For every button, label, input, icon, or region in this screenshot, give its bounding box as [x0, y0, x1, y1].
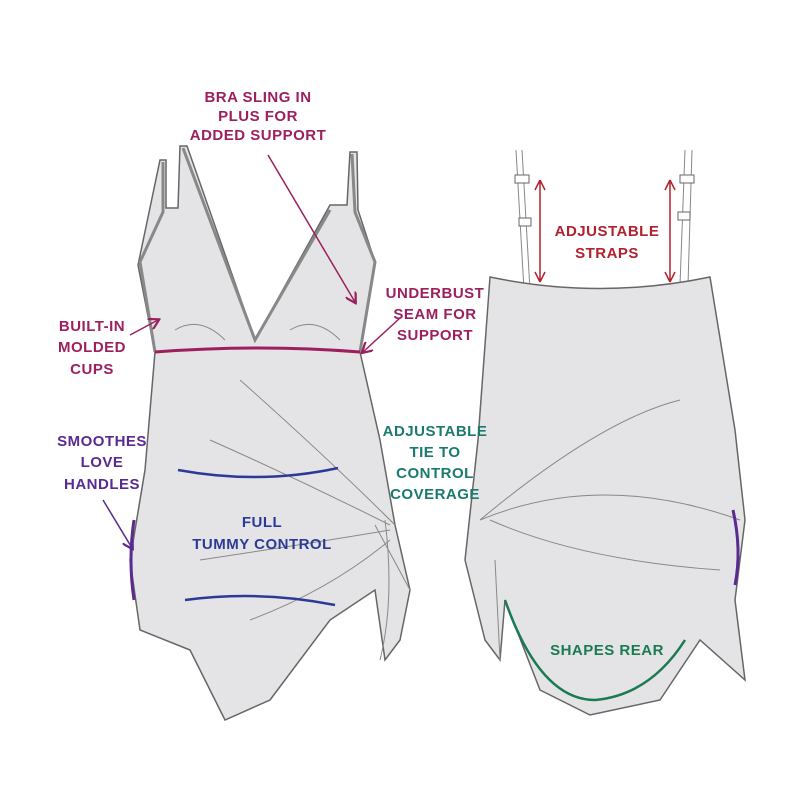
label-line: CUPS	[70, 361, 114, 378]
label-line: COVERAGE	[390, 486, 480, 503]
underbust-seam-line	[154, 346, 361, 354]
label-line: UNDERBUST	[386, 285, 485, 302]
garment-shape	[677, 211, 691, 221]
label-line: LOVE	[81, 454, 124, 471]
built-in-cups-arrow	[129, 320, 158, 336]
underbust-arrow	[363, 317, 401, 352]
back-swimsuit	[464, 149, 746, 716]
back-love-handle-line	[731, 509, 740, 586]
adjustable-straps-label: ADJUSTABLE STRAPS	[555, 223, 660, 262]
label-line: BUILT-IN	[59, 318, 125, 335]
label-line: TUMMY CONTROL	[192, 536, 332, 553]
garment-shape	[518, 217, 532, 227]
tummy-line-lower	[184, 594, 336, 607]
label-line: ADJUSTABLE	[383, 423, 488, 440]
label-line: ADDED SUPPORT	[190, 127, 327, 144]
tummy-line-upper	[177, 466, 339, 479]
strap-arrow-right	[664, 179, 676, 283]
label-line: MOLDED	[58, 339, 126, 356]
garment-shape	[181, 147, 332, 344]
bra-sling-label: BRA SLING IN PLUS FOR ADDED SUPPORT	[190, 89, 327, 144]
built-in-cups-label: BUILT-IN MOLDED CUPS	[58, 318, 126, 378]
label-line: CONTROL	[396, 465, 474, 482]
label-line: BRA SLING IN	[204, 89, 311, 106]
label-line: SMOOTHES	[57, 433, 147, 450]
garment-shape	[138, 162, 165, 353]
tummy-control-label: FULL TUMMY CONTROL	[192, 514, 332, 553]
garment-shape	[515, 149, 693, 291]
garment-shape	[479, 399, 741, 661]
rear-shaping-line	[503, 599, 687, 702]
front-swimsuit	[129, 145, 411, 721]
garment-shape	[174, 323, 341, 341]
smoothes-label: SMOOTHES LOVE HANDLES	[57, 433, 147, 493]
strap-arrow-left	[534, 179, 546, 283]
shapes-rear-label: SHAPES REAR	[550, 642, 664, 659]
adjustable-tie-label: ADJUSTABLE TIE TO CONTROL COVERAGE	[383, 423, 488, 503]
smoothes-arrow	[102, 499, 132, 548]
label-line: PLUS FOR	[218, 108, 298, 125]
underbust-label: UNDERBUST SEAM FOR SUPPORT	[386, 285, 485, 344]
label-line: FULL	[242, 514, 282, 531]
garment-shape	[129, 145, 411, 721]
label-line: STRAPS	[575, 245, 639, 262]
love-handle-line	[129, 519, 136, 601]
bra-sling-arrow	[267, 154, 355, 302]
label-line: SEAM FOR	[393, 306, 476, 323]
label-line: SHAPES REAR	[550, 642, 664, 659]
garment-shape	[374, 519, 411, 661]
label-line: TIE TO	[409, 444, 460, 461]
label-line: ADJUSTABLE	[555, 223, 660, 240]
garment-shape	[679, 174, 695, 184]
garment-shape	[199, 379, 396, 621]
label-line: HANDLES	[64, 476, 140, 493]
garment-shape	[514, 174, 530, 184]
label-line: SUPPORT	[397, 327, 473, 344]
garment-shape	[350, 153, 377, 353]
